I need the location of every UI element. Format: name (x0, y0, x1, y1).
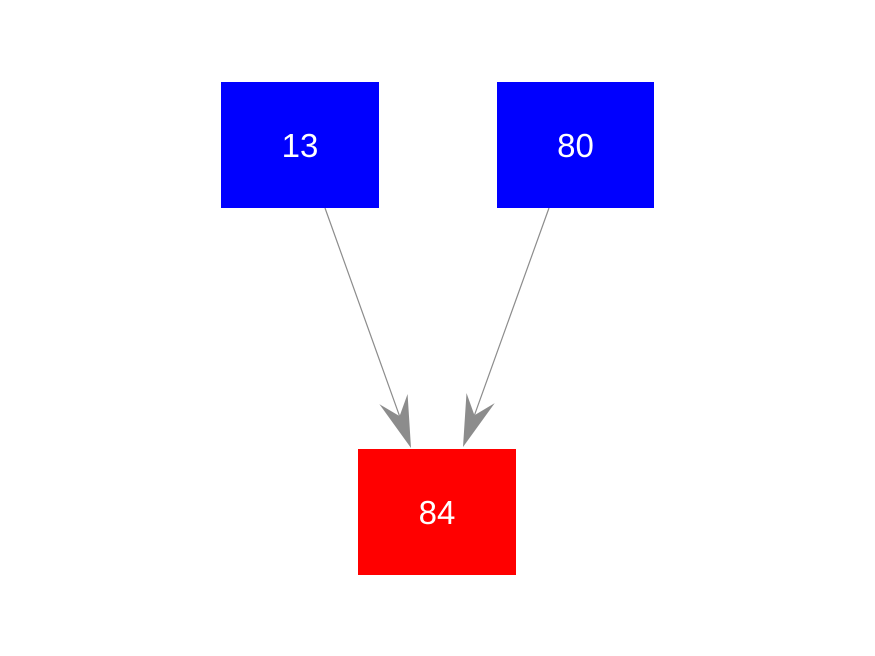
node-label: 84 (418, 493, 456, 531)
node-label: 80 (557, 126, 594, 164)
edge-13-to-84-arrowhead-icon (379, 393, 411, 448)
graph-node-84[interactable]: 84 (358, 449, 516, 575)
edge-80-to-84-arrowhead-icon (463, 392, 495, 447)
node-label: 13 (281, 126, 319, 164)
edge-13-to-84-line (324, 207, 401, 417)
edge-80-to-84-line (473, 207, 550, 416)
graph-node-80[interactable]: 80 (497, 82, 654, 208)
graph-node-13[interactable]: 13 (221, 82, 379, 208)
